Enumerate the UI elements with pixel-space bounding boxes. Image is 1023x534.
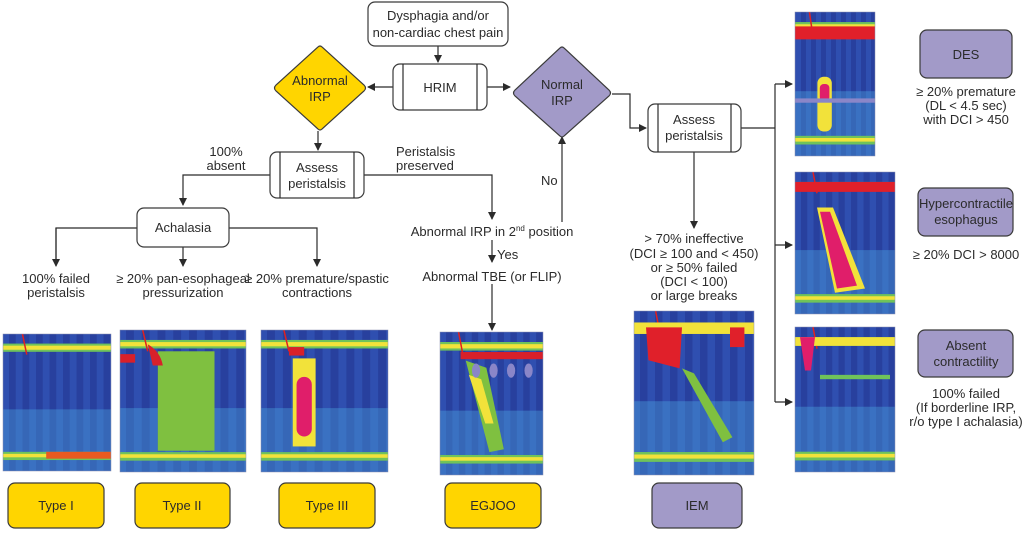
hrm-plot-absent xyxy=(794,326,896,473)
diagnosis-egjoo-label: EGJOO xyxy=(470,498,516,513)
achalasia-node[interactable]: Achalasia xyxy=(136,207,230,248)
criteria-type2-1: ≥ 20% pan-esophageal xyxy=(116,271,250,286)
hrim-node[interactable]: HRIM xyxy=(392,63,488,111)
criteria-des-2: (DL < 4.5 sec) xyxy=(925,98,1007,113)
hrm-plot-type1 xyxy=(2,333,112,472)
assess-peristalsis-left[interactable]: Assess peristalsis xyxy=(269,151,365,199)
achalasia-label: Achalasia xyxy=(155,220,212,235)
edge-assess-irp2 xyxy=(364,174,496,220)
edge-label-yes: Yes xyxy=(497,247,519,262)
criteria-des-1: ≥ 20% premature xyxy=(916,84,1016,99)
edge-assess-achalasia xyxy=(179,174,270,206)
edge-achalasia-type1 xyxy=(55,227,137,264)
diagnosis-absent-label-2: contractility xyxy=(933,354,999,369)
hrm-plot-type3 xyxy=(260,329,389,473)
diagnosis-type1-label: Type I xyxy=(38,498,73,513)
hrm-plots xyxy=(2,11,896,476)
edge-label-no: No xyxy=(541,173,558,188)
edge-label-100-percent: 100% xyxy=(209,144,243,159)
criteria-type1-1: 100% failed xyxy=(22,271,90,286)
hrm-plot-hyper xyxy=(794,171,896,315)
criteria-iem-5: or large breaks xyxy=(651,288,738,303)
criteria-type1-2: peristalsis xyxy=(27,285,85,300)
edge-label-peristalsis: Peristalsis xyxy=(396,144,456,159)
normal-irp-diamond[interactable]: Normal IRP xyxy=(512,46,612,138)
hrm-plot-des xyxy=(794,11,876,157)
diagnosis-iem-label: IEM xyxy=(685,498,708,513)
diagnosis-absent-label-1: Absent xyxy=(946,338,987,353)
criteria-iem-3: or ≥ 50% failed xyxy=(651,260,738,275)
criteria-iem-2: (DCI ≥ 100 and < 450) xyxy=(630,246,759,261)
diagnosis-hyper-label-2: esophagus xyxy=(934,212,998,227)
normal-irp-label-2: IRP xyxy=(551,93,573,108)
diagnosis-type2-label: Type II xyxy=(162,498,201,513)
diagnosis-iem[interactable]: IEM xyxy=(651,482,743,529)
criteria-type3-2: contractions xyxy=(282,285,353,300)
edge-normal-assess xyxy=(612,93,647,132)
start-label-1: Dysphagia and/or xyxy=(387,8,490,23)
criteria-absent-2: (If borderline IRP, xyxy=(916,400,1016,415)
criteria-iem-1: > 70% ineffective xyxy=(644,231,743,246)
criteria-iem-4: (DCI < 100) xyxy=(660,274,728,289)
criteria-hyper: ≥ 20% DCI > 8000 xyxy=(913,247,1020,262)
criteria-irp-2nd-position: Abnormal IRP in 2nd position xyxy=(411,224,574,239)
diagnosis-type3[interactable]: Type III xyxy=(278,482,376,529)
abnormal-irp-label-1: Abnormal xyxy=(292,73,348,88)
normal-irp-label-1: Normal xyxy=(541,77,583,92)
criteria-type2-2: pressurization xyxy=(143,285,224,300)
diagnosis-egjoo[interactable]: EGJOO xyxy=(444,482,542,529)
diagnosis-type2[interactable]: Type II xyxy=(134,482,231,529)
hrm-plot-type2 xyxy=(119,329,247,473)
start-node[interactable]: Dysphagia and/or non-cardiac chest pain xyxy=(367,1,509,47)
abnormal-irp-label-2: IRP xyxy=(309,89,331,104)
criteria-des-3: with DCI > 450 xyxy=(922,112,1009,127)
assess-peristalsis-right[interactable]: Assess peristalsis xyxy=(647,103,742,153)
start-label-2: non-cardiac chest pain xyxy=(373,25,504,40)
edge-label-preserved: preserved xyxy=(396,158,454,173)
diagnosis-hypercontractile[interactable]: Hypercontractile esophagus xyxy=(917,187,1014,237)
criteria-absent-3: r/o type I achalasia) xyxy=(909,414,1022,429)
diagnosis-absent-contractility[interactable]: Absent contractility xyxy=(917,329,1014,378)
assess-left-label-1: Assess xyxy=(296,160,338,175)
assess-right-label-1: Assess xyxy=(673,112,715,127)
criteria-tbe: Abnormal TBE (or FLIP) xyxy=(422,269,561,284)
criteria-absent-1: 100% failed xyxy=(932,386,1000,401)
criteria-type3-1: ≥ 20% premature/spastic xyxy=(245,271,389,286)
connectors xyxy=(52,46,793,406)
diagnosis-type3-label: Type III xyxy=(306,498,349,513)
hrm-plot-egjoo xyxy=(439,331,544,476)
abnormal-irp-diamond[interactable]: Abnormal IRP xyxy=(273,45,367,131)
hrm-plot-iem xyxy=(633,310,755,476)
edge-achalasia-type3 xyxy=(229,227,321,267)
assess-right-label-2: peristalsis xyxy=(665,128,723,143)
hrim-label: HRIM xyxy=(423,80,456,95)
edge-label-absent: absent xyxy=(206,158,245,173)
diagnosis-des[interactable]: DES xyxy=(919,29,1013,79)
diagnosis-type1[interactable]: Type I xyxy=(7,482,105,529)
assess-left-label-2: peristalsis xyxy=(288,176,346,191)
diagnosis-des-label: DES xyxy=(953,47,980,62)
diagnosis-hyper-label-1: Hypercontractile xyxy=(919,196,1013,211)
